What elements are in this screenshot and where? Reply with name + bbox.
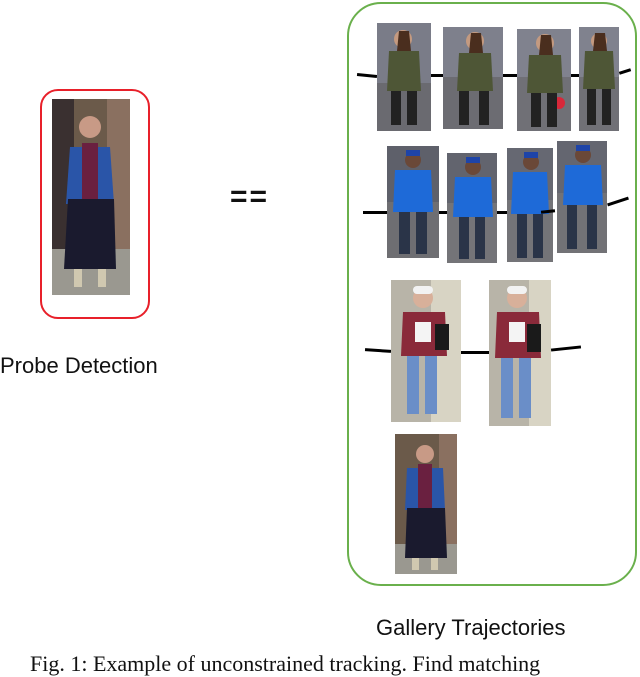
gallery-person-image xyxy=(507,148,553,262)
gallery-person-image xyxy=(387,146,439,258)
gallery-person-image xyxy=(579,27,619,131)
gallery-trajectories-label: Gallery Trajectories xyxy=(376,615,566,640)
equals-sign: == xyxy=(230,180,270,213)
probe-detection-frame xyxy=(40,89,150,319)
trajectory-connector xyxy=(439,211,447,214)
trajectory-connector xyxy=(503,74,517,77)
gallery-person-image xyxy=(377,23,431,131)
gallery-person-image xyxy=(557,141,607,253)
trajectory-connector xyxy=(461,351,489,354)
trajectory-connector xyxy=(431,74,443,77)
figure-caption: Fig. 1: Example of unconstrained trackin… xyxy=(30,651,541,676)
gallery-person-image xyxy=(489,280,551,426)
gallery-frame xyxy=(347,2,637,586)
gallery-person-image xyxy=(391,280,461,422)
gallery-person-image xyxy=(517,29,571,131)
probe-detection-label: Probe Detection xyxy=(0,353,158,378)
gallery-person-image xyxy=(447,153,497,263)
trajectory-connector xyxy=(571,74,579,77)
trajectory-connector xyxy=(363,211,387,214)
trajectory-connector xyxy=(497,211,507,214)
gallery-person-image xyxy=(395,434,457,574)
probe-person-image xyxy=(52,99,130,295)
gallery-person-image xyxy=(443,27,503,129)
